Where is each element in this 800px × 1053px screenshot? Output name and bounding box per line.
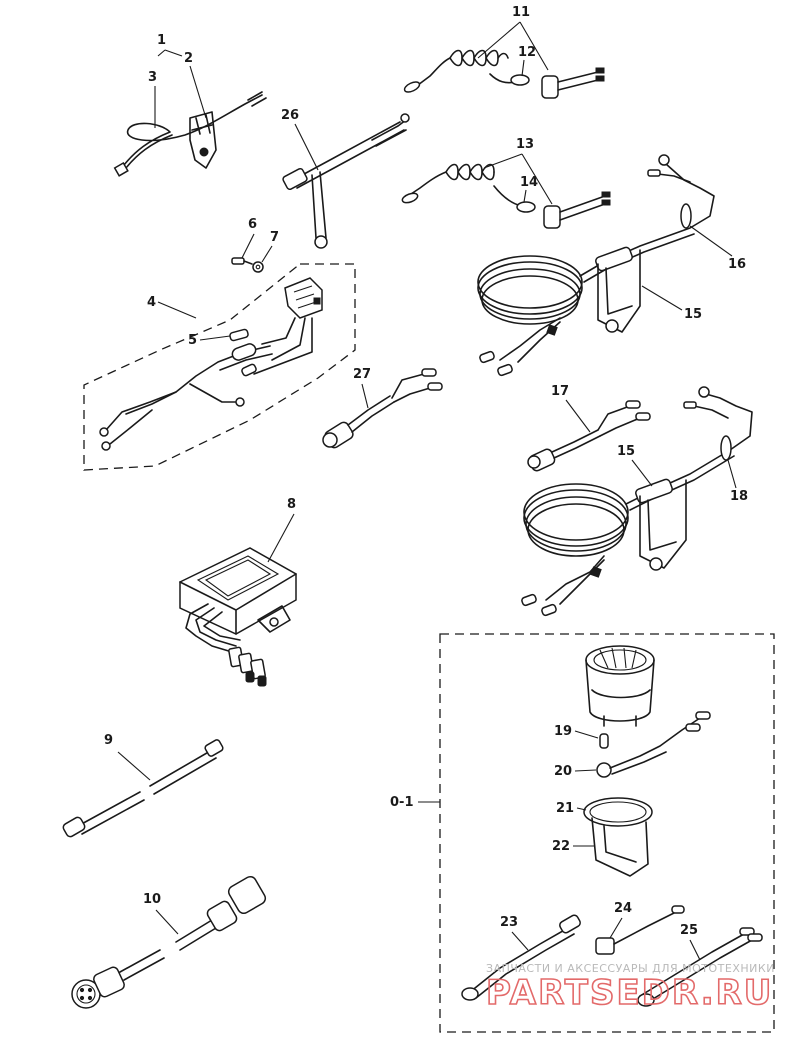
callout-label-21: 21: [556, 801, 574, 816]
callout-label-0-1: 0-1: [390, 795, 414, 810]
callout-2: 2: [184, 51, 207, 119]
callout-27: 27: [353, 367, 371, 409]
callout-7: 7: [261, 230, 279, 263]
part-17-plug-harness: [527, 400, 651, 472]
part-10-extension-harness: [71, 875, 267, 1009]
callout-17: 17: [551, 384, 591, 433]
callout-4: 4: [147, 295, 197, 319]
part-8-control-module: [179, 547, 297, 687]
watermark-logo-text: PARTSEDR.RU: [486, 973, 773, 1013]
callout-label-25: 25: [680, 923, 698, 938]
part-4-dashed-group: [83, 263, 356, 471]
callout-label-14: 14: [520, 175, 538, 190]
watermark: ЗАПЧАСТИ И АКСЕССУАРЫ ДЛЯ МОТОТЕХНИКИ PA…: [485, 962, 775, 1014]
callout-label-10: 10: [143, 892, 161, 907]
callout-5: 5: [188, 333, 231, 348]
watermark-tagline: ЗАПЧАСТИ И АКСЕССУАРЫ ДЛЯ МОТОТЕХНИКИ: [486, 962, 775, 975]
callout-1: 1: [157, 33, 183, 57]
callout-label-15-lower: 15: [617, 444, 635, 459]
callout-label-4: 4: [147, 295, 156, 310]
callout-label-23: 23: [500, 915, 518, 930]
callout-9: 9: [104, 733, 151, 781]
callout-label-12: 12: [518, 45, 536, 60]
callout-15-upper: 15: [641, 285, 702, 322]
callout-label-15-upper: 15: [684, 307, 702, 322]
callout-25: 25: [680, 923, 701, 961]
callout-label-20: 20: [554, 764, 572, 779]
callout-18: 18: [727, 459, 748, 504]
callout-label-13: 13: [516, 137, 534, 152]
callout-label-11: 11: [512, 5, 530, 20]
callout-6: 6: [241, 217, 257, 259]
part-9-cable: [62, 739, 224, 838]
callout-label-2: 2: [184, 51, 193, 66]
callout-15-lower: 15: [617, 444, 653, 487]
callout-12: 12: [518, 45, 536, 77]
callout-label-16: 16: [728, 257, 746, 272]
callout-13: 13: [483, 137, 553, 205]
part-26-harness: [282, 113, 410, 249]
part-27-plug-harness: [322, 368, 443, 449]
callout-22: 22: [552, 839, 594, 854]
part-13-lanyard-switch: [401, 163, 611, 229]
callout-0-1: 0-1: [390, 795, 440, 810]
part-6-screw: [231, 257, 253, 265]
callout-label-1: 1: [157, 33, 166, 48]
callout-16: 16: [689, 225, 746, 272]
callout-21: 21: [556, 801, 587, 816]
callout-23: 23: [500, 915, 529, 951]
callout-10: 10: [143, 892, 179, 935]
callout-label-26: 26: [281, 108, 299, 123]
callout-label-17: 17: [551, 384, 569, 399]
callout-label-27: 27: [353, 367, 371, 382]
callout-label-9: 9: [104, 733, 113, 748]
callout-20: 20: [554, 764, 597, 779]
part-1-cable-with-clip: [113, 91, 267, 177]
callout-label-18: 18: [730, 489, 748, 504]
callout-8: 8: [267, 497, 296, 563]
part-7-washer: [252, 261, 264, 273]
callout-label-19: 19: [554, 724, 572, 739]
part-0-1-gauge-kit-box: [439, 633, 775, 1033]
callout-label-24: 24: [614, 901, 632, 916]
part-15-coil-harness-upper: [477, 154, 715, 377]
part-15-coil-harness-lower: [521, 386, 753, 617]
callout-14: 14: [520, 175, 538, 203]
callout-label-5: 5: [188, 333, 197, 348]
callout-label-6: 6: [248, 217, 257, 232]
callout-label-8: 8: [287, 497, 296, 512]
callout-24: 24: [609, 901, 632, 939]
callout-3: 3: [148, 70, 157, 128]
callout-11: 11: [477, 5, 549, 71]
callout-label-22: 22: [552, 839, 570, 854]
callout-label-3: 3: [148, 70, 157, 85]
callout-19: 19: [554, 724, 599, 739]
callout-26: 26: [281, 108, 319, 171]
part-11-lanyard-switch: [403, 49, 605, 99]
callout-label-7: 7: [270, 230, 279, 245]
